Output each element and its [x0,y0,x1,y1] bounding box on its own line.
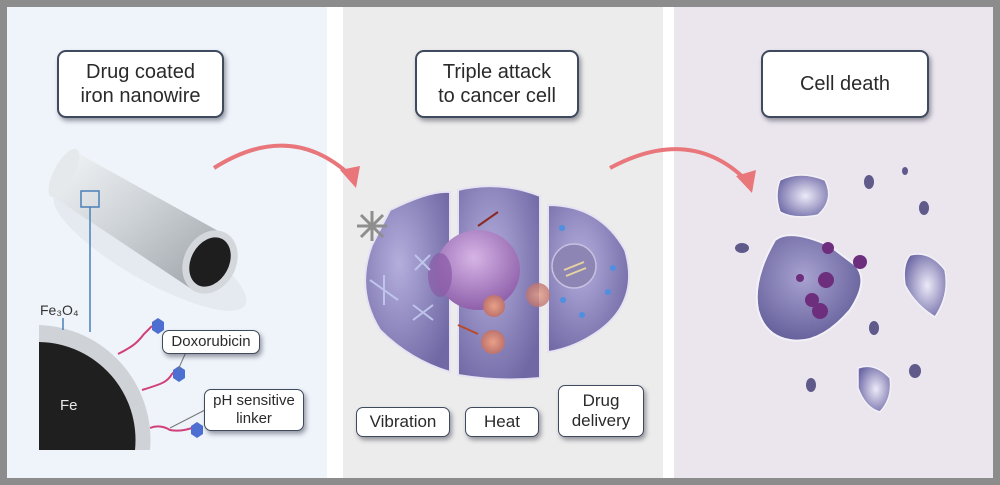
vibration-icon [357,211,387,241]
cancer-cell-illustration [357,185,631,381]
cell-death-illustration [735,167,947,413]
fe-label: Fe [60,397,78,414]
title-drug-coated-nanowire: Drug coated iron nanowire [57,50,224,118]
title-triple-attack: Triple attack to cancer cell [415,50,579,118]
title-cell-death: Cell death [761,50,929,118]
ph-linker-label: pH sensitive linker [204,389,304,431]
heat-label: Heat [465,407,539,437]
arrow-icon [609,147,748,182]
fe3o4-label: Fe₃O₄ [40,302,79,318]
nanowire-illustration [48,148,247,332]
arrow-icon [212,143,352,177]
vibration-label: Vibration [356,407,450,437]
panel-divider [327,7,343,478]
drug-delivery-label: Drug delivery [558,385,644,437]
panel-divider [663,7,674,478]
doxorubicin-label: Doxorubicin [162,330,260,354]
fe-core-cross-section [39,318,151,450]
drug-linkers [117,318,206,438]
